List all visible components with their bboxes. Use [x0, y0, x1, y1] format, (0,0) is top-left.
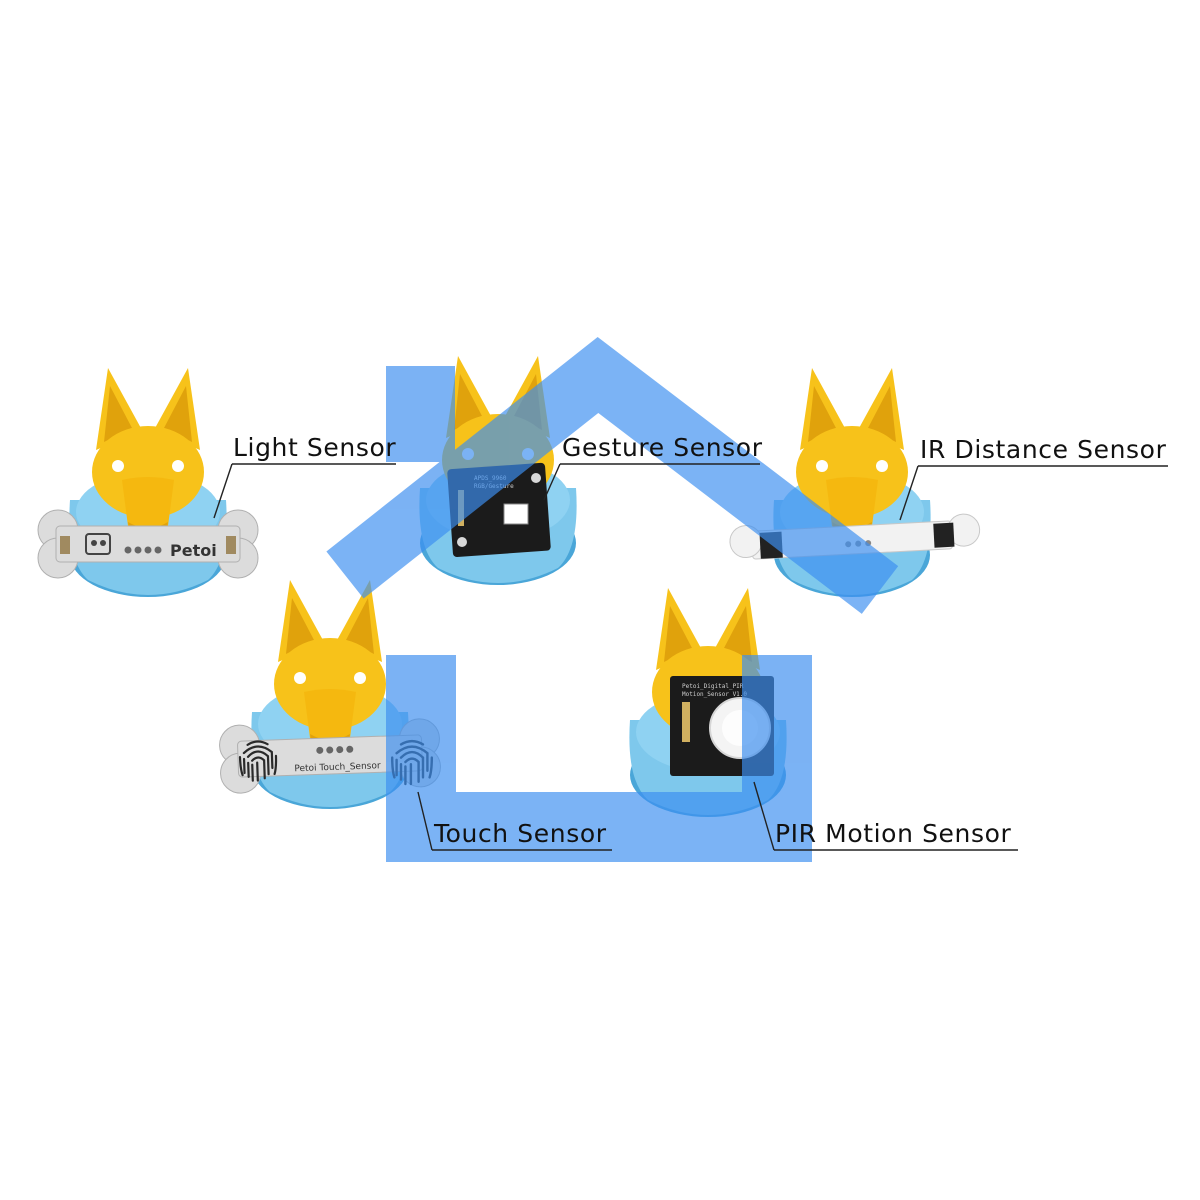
- light-sensor-robot: Petoi: [37, 368, 259, 597]
- gesture-sensor-callout: Gesture Sensor: [543, 433, 763, 501]
- petoi-logo-icon: [85, 533, 111, 555]
- pir-chip-name: Petoi_Digital_PIR: [682, 683, 744, 690]
- light-sensor-label: Light Sensor: [233, 433, 396, 462]
- light-board-brand: Petoi: [170, 541, 217, 560]
- light-sensor-board: Petoi: [37, 509, 259, 579]
- touch-board-text: Petoi Touch_Sensor: [294, 761, 381, 774]
- touch-sensor-board: Petoi Touch_Sensor: [218, 717, 442, 795]
- ir-sensor-callout: IR Distance Sensor: [899, 435, 1168, 521]
- touch-sensor-robot: Petoi Touch_Sensor: [218, 580, 442, 809]
- light-cell-right: [226, 536, 236, 554]
- ir-sensor-label: IR Distance Sensor: [920, 435, 1167, 464]
- pir-sensor-callout: PIR Motion Sensor: [753, 781, 1018, 851]
- gesture-sensor-label: Gesture Sensor: [562, 433, 763, 462]
- touch-sensor-callout: Touch Sensor: [417, 791, 612, 851]
- pir-sensor-label: PIR Motion Sensor: [775, 819, 1011, 848]
- touch-sensor-label: Touch Sensor: [433, 819, 607, 848]
- pir-chip-sub: Motion_Sensor V1.0: [682, 691, 747, 698]
- light-cell-left: [60, 536, 70, 554]
- house-outline-icon: [326, 337, 899, 862]
- ir-emitter-right: [933, 522, 955, 548]
- light-sensor-callout: Light Sensor: [213, 433, 396, 519]
